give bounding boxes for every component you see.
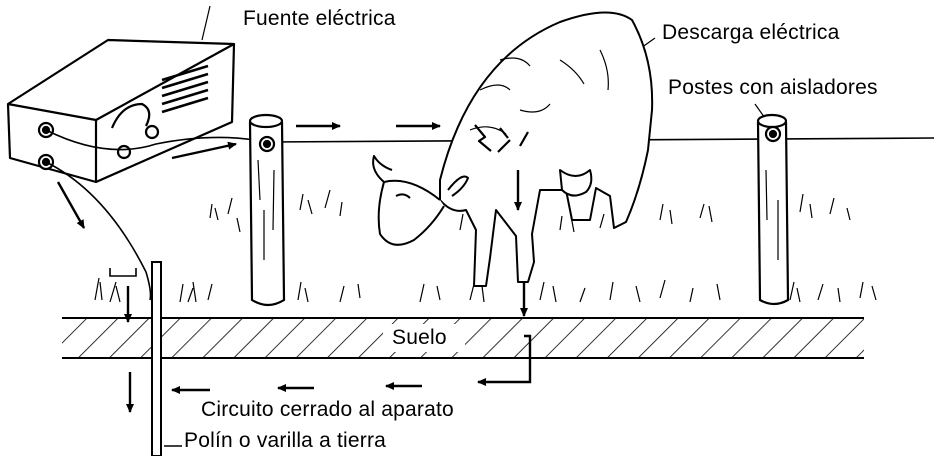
cow-illustration <box>372 11 654 287</box>
label-closed-circuit: Circuito cerrado al aparato <box>201 398 454 421</box>
label-electric-shock: Descarga eléctrica <box>662 21 840 44</box>
label-insulated-posts: Postes con aisladores <box>668 76 878 99</box>
label-soil: Suelo <box>392 326 447 349</box>
grass <box>94 189 877 303</box>
fence-post-left <box>248 113 286 307</box>
ground-rod <box>109 261 162 456</box>
current-arrows <box>56 122 532 447</box>
label-ground-rod: Polín o varilla a tierra <box>184 429 387 452</box>
soil-layer <box>62 317 864 359</box>
electric-source-box <box>6 38 236 184</box>
fence-post-right <box>756 113 790 306</box>
label-electric-source: Fuente eléctrica <box>243 7 396 30</box>
